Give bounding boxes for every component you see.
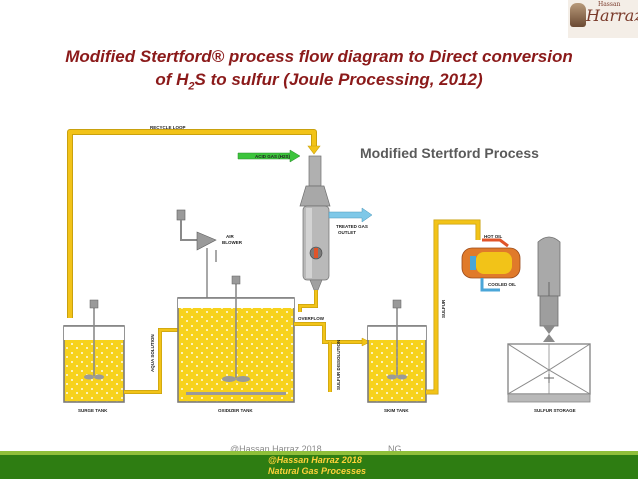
column-drain-pipe: [298, 290, 318, 312]
oxidizer-tank: [177, 275, 295, 403]
sulfur-dissolution-label: SULFUR DISSOLUTION: [336, 340, 341, 390]
absorber-column: [299, 155, 331, 291]
recycle-loop-pipe: [67, 129, 317, 318]
sulfur-storage-label: SULFUR STORAGE: [534, 408, 576, 413]
cooled-oil-label: COOLED OIL: [488, 282, 516, 287]
footer-bar: [0, 451, 638, 479]
author-logo: Hassan Harraz: [568, 0, 638, 38]
treated-gas-outlet-arrow: [328, 207, 373, 223]
sulfur-storage-column: [537, 236, 561, 342]
hot-oil-line: [482, 238, 509, 248]
footer-author: @Hassan Harraz 2018: [268, 455, 362, 465]
sulfur-pipe: [426, 219, 481, 395]
title-line2-suffix: S to sulfur (Joule Processing, 2012): [194, 70, 483, 89]
recycle-loop-arrow: [307, 145, 321, 155]
hot-oil-label: HOT OIL: [484, 234, 502, 239]
aqua-solution-label: AQUA SOLUTION: [150, 334, 155, 372]
title-line2-subscript: 2: [188, 80, 195, 93]
sulfur-storage-hopper: [507, 343, 591, 403]
skim-tank: [367, 299, 427, 403]
logo-script-text: Harraz: [586, 6, 638, 25]
air-label: AIR: [226, 234, 235, 239]
overflow-pipe: [294, 322, 368, 344]
blower-label: BLOWER: [222, 240, 243, 245]
recycle-loop-label: RECYCLE LOOP: [150, 125, 186, 130]
air-blower: [176, 209, 217, 262]
skim-tank-label: SKIM TANK: [384, 408, 409, 413]
title-line2-prefix: of H: [155, 70, 189, 89]
footer-course: Natural Gas Processes: [268, 466, 367, 476]
sulfur-melter: [461, 247, 521, 279]
acid-gas-label: ACID GAS (H2S): [255, 154, 291, 159]
surge-tank: [63, 299, 125, 403]
watermark-text: @Hassan Harraz 2018: [230, 444, 322, 454]
diagram-heading: Modified Stertford Process: [360, 145, 539, 161]
treated-gas-label: TREATED GAS: [336, 224, 368, 229]
outlet-label: OUTLET: [338, 230, 356, 235]
acid-gas-arrow: [237, 149, 301, 163]
oxidizer-tank-label: OXIDIZER TANK: [218, 408, 253, 413]
slide-title-line-2: of H2S to sulfur (Joule Processing, 2012…: [0, 70, 638, 92]
cooled-oil-line: [480, 278, 500, 292]
surge-tank-label: SURGE TANK: [78, 408, 108, 413]
overflow-label: OVERFLOW: [298, 316, 325, 321]
watermark-text-right: NG: [388, 444, 402, 454]
logo-small-text: Hassan: [598, 1, 621, 8]
slide-title-line-1: Modified Stertford® process flow diagram…: [65, 47, 573, 66]
footer-stripe: [0, 451, 638, 455]
author-portrait: [570, 3, 586, 27]
sulfur-label: SULFUR: [441, 299, 446, 318]
